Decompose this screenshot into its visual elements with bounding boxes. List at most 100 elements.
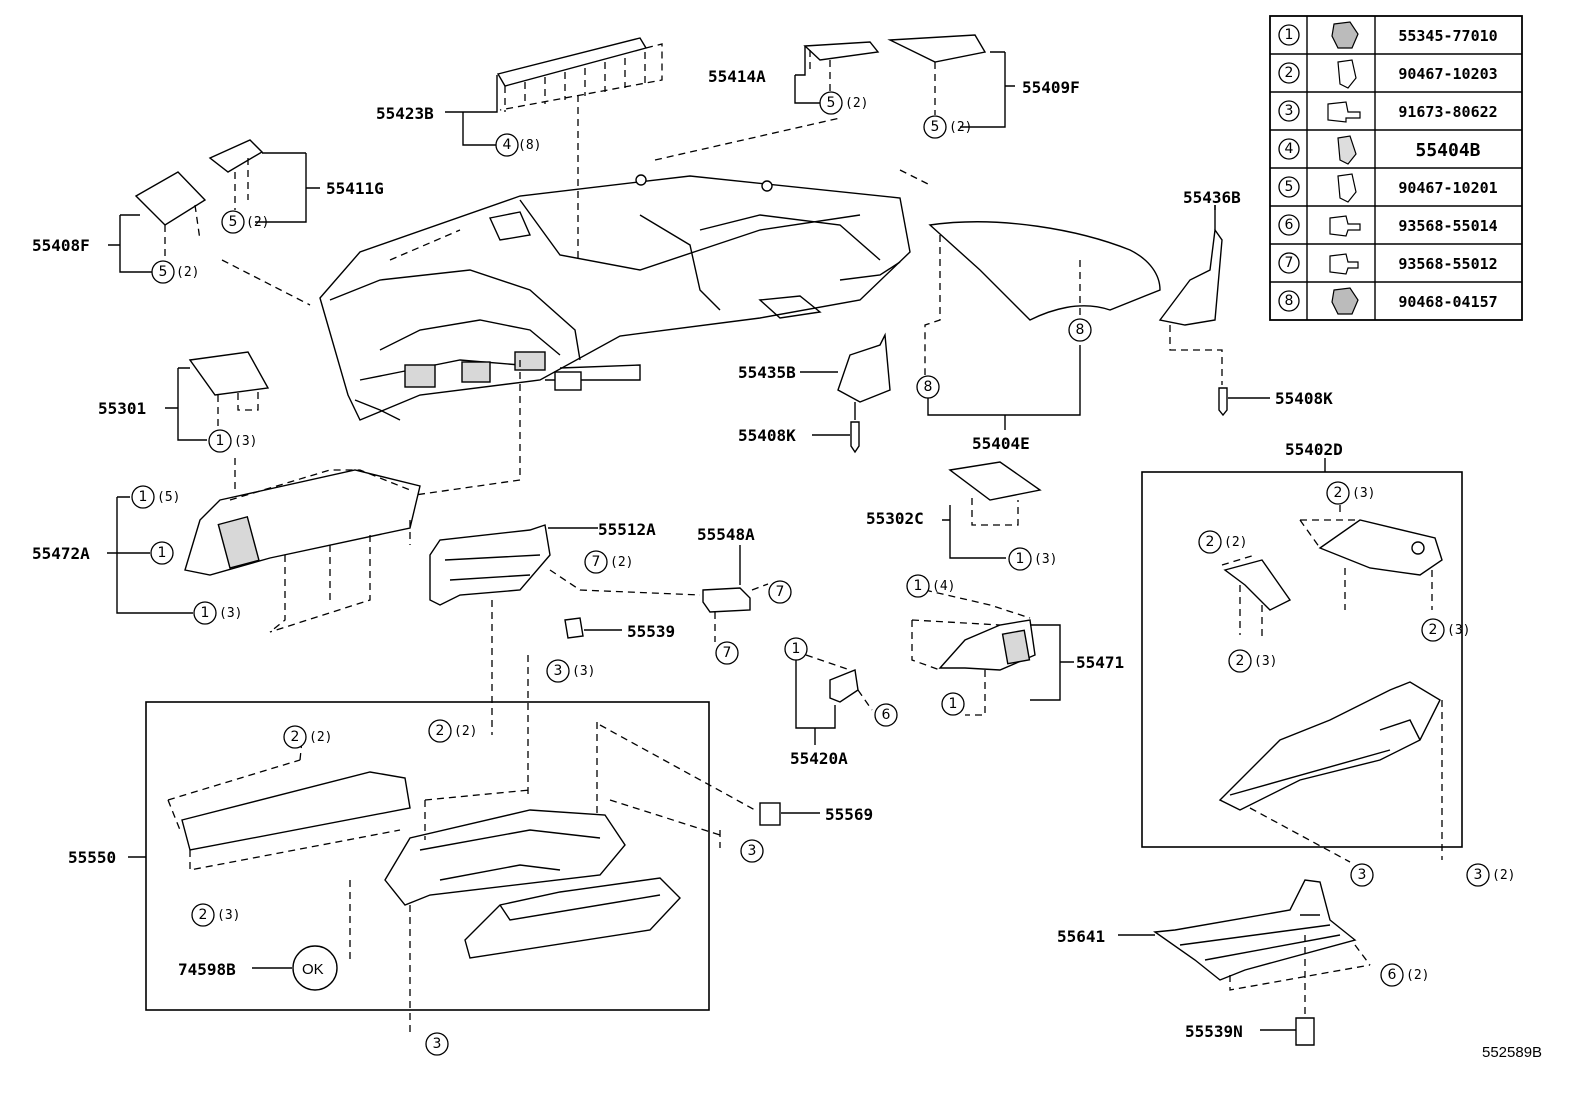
- legend-row: 3 91673-80622: [1278, 100, 1498, 123]
- svg-text:(4): (4): [932, 579, 955, 594]
- clip-icon: [1337, 59, 1357, 89]
- callout: 7: [768, 580, 792, 604]
- callout: 2(3): [1421, 618, 1470, 642]
- svg-text:1: 1: [914, 578, 923, 594]
- legend-row: 2 90467-10203: [1278, 59, 1498, 89]
- svg-text:(2): (2): [1224, 535, 1247, 550]
- glovebox-door: [464, 877, 681, 959]
- svg-text:7: 7: [723, 645, 732, 661]
- screw-55408K-right: [1218, 387, 1228, 417]
- label-55548A: 55548A: [697, 525, 755, 544]
- screw-icon: [1329, 253, 1359, 275]
- callout: 2(2): [428, 719, 477, 743]
- svg-text:(3): (3): [234, 434, 257, 449]
- svg-text:3: 3: [1358, 867, 1367, 883]
- svg-text:(3): (3): [217, 908, 240, 923]
- clip-icon: [1337, 173, 1357, 203]
- legend-table: 1 55345-77010 2 90467-10203 3 91673-8062…: [1269, 15, 1523, 321]
- legend-part-code: 90468-04157: [1398, 293, 1497, 311]
- svg-text:6: 6: [882, 707, 891, 723]
- svg-text:(2): (2): [246, 215, 269, 230]
- legend-number: 3: [1285, 103, 1294, 119]
- callout: 1(3): [208, 429, 257, 453]
- label-55436B: 55436B: [1183, 188, 1241, 207]
- callout: 7: [715, 641, 739, 665]
- label-55641: 55641: [1057, 927, 1105, 946]
- svg-text:1: 1: [158, 545, 167, 561]
- instrument-panel-drawing: [319, 174, 911, 421]
- panel-55411G: [208, 139, 264, 173]
- svg-text:4: 4: [503, 137, 512, 153]
- reference-number: 552589B: [1482, 1044, 1542, 1061]
- callout: 4(8): [495, 133, 541, 157]
- callout: 1: [150, 541, 174, 565]
- legend-row: 4 55404B: [1278, 135, 1481, 165]
- screw-55408K-left: [850, 421, 860, 454]
- svg-text:5: 5: [827, 95, 836, 111]
- label-55539: 55539: [627, 622, 675, 641]
- legend-number: 8: [1285, 293, 1294, 309]
- callout: 2(3): [191, 903, 240, 927]
- bracket-55420A: [829, 669, 859, 703]
- svg-text:1: 1: [1016, 551, 1025, 567]
- callout: 5(2): [221, 210, 269, 234]
- svg-text:2: 2: [1429, 622, 1438, 638]
- svg-text:2: 2: [1236, 653, 1245, 669]
- legend-row: 6 93568-55014: [1278, 214, 1498, 237]
- svg-text:2: 2: [291, 729, 300, 745]
- svg-text:(3): (3): [1254, 654, 1277, 669]
- label-55302C: 55302C: [866, 509, 924, 528]
- svg-text:(5): (5): [157, 490, 180, 505]
- legend-part-code: 93568-55014: [1398, 217, 1497, 235]
- svg-text:(2): (2): [309, 730, 332, 745]
- svg-text:1: 1: [792, 641, 801, 657]
- group-box-55402D: [1141, 471, 1463, 848]
- label-55471: 55471: [1076, 653, 1124, 672]
- callout: 1(5): [131, 485, 180, 509]
- label-55423B: 55423B: [376, 104, 434, 123]
- label-55408K-left: 55408K: [738, 426, 796, 445]
- callout: 1 (3): [1008, 547, 1057, 571]
- callout: 8: [916, 375, 940, 399]
- legend-part-code: 93568-55012: [1398, 255, 1497, 273]
- panel-55402D-upper-right: [1318, 519, 1443, 576]
- panel-55302C: [948, 461, 1042, 501]
- label-55402D: 55402D: [1285, 440, 1343, 459]
- svg-text:3: 3: [748, 843, 757, 859]
- label-55420A: 55420A: [790, 749, 848, 768]
- callout: 3(2): [1466, 863, 1515, 887]
- legend-row: 1 55345-77010: [1278, 21, 1498, 49]
- callout: 7 (2): [584, 550, 633, 574]
- label-55569: 55569: [825, 805, 873, 824]
- svg-text:7: 7: [592, 554, 601, 570]
- label-55404E: 55404E: [972, 434, 1030, 453]
- callout: 2 (2): [1198, 530, 1247, 554]
- svg-text:3: 3: [554, 663, 563, 679]
- svg-text:3: 3: [433, 1036, 442, 1052]
- panel-55408F: [134, 171, 207, 226]
- cover-55404E: [928, 221, 1161, 321]
- clip-55539: [564, 617, 584, 639]
- screw-icon: [1327, 101, 1361, 123]
- panel-55402D-upper-left: [1223, 559, 1292, 611]
- callout: 1: [784, 637, 808, 661]
- legend-row: 5 90467-10201: [1278, 173, 1498, 203]
- legend-part-code: 55404B: [1415, 140, 1480, 161]
- label-55414A: 55414A: [708, 67, 766, 86]
- callout: 5(2): [819, 91, 868, 115]
- svg-text:(3): (3): [1034, 552, 1057, 567]
- callout: 1 (4): [906, 574, 955, 598]
- svg-text:1: 1: [949, 696, 958, 712]
- legend-part-code: 91673-80622: [1398, 103, 1497, 121]
- svg-text:(2): (2): [610, 555, 633, 570]
- legend-part-code: 90467-10201: [1398, 179, 1497, 197]
- clip-icon: [1331, 287, 1359, 315]
- label-55550: 55550: [68, 848, 116, 867]
- legend-part-code: 55345-77010: [1398, 27, 1497, 45]
- panel-55301: [188, 351, 270, 396]
- switch-55548A: [702, 587, 751, 613]
- label-55301: 55301: [98, 399, 146, 418]
- legend-part-code: 90467-10203: [1398, 65, 1497, 83]
- svg-text:2: 2: [1206, 534, 1215, 550]
